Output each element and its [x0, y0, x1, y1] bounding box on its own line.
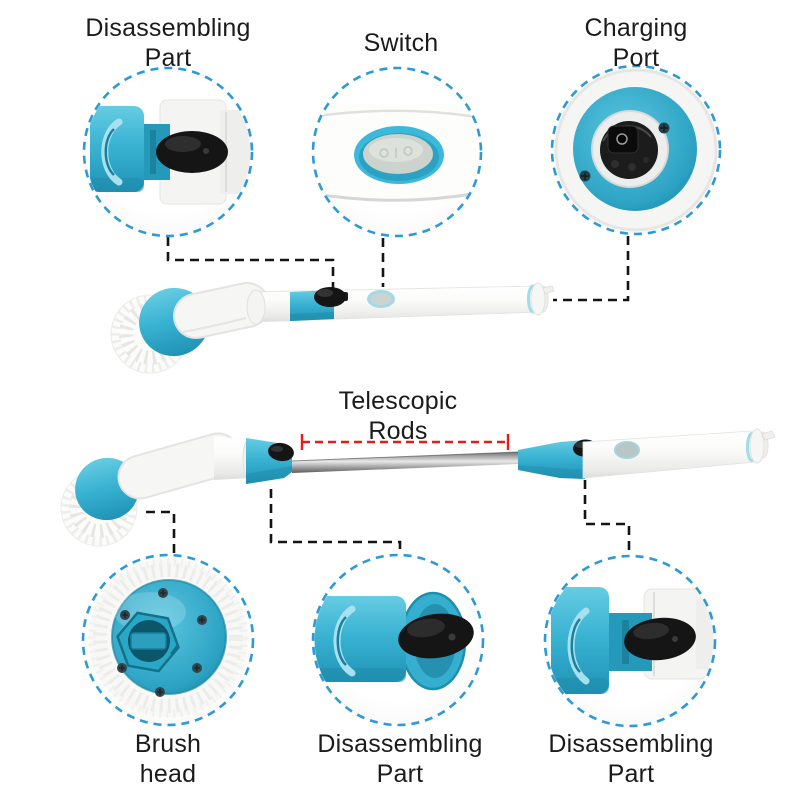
- end-cap: [746, 428, 776, 464]
- leader-disassembling-middle: [269, 489, 402, 553]
- label-line: Rods: [368, 417, 428, 445]
- callout-brush-head: [81, 553, 255, 727]
- callout-disassembling-part-top: [82, 66, 254, 238]
- handle-tube: [582, 430, 756, 479]
- label-disassembling-part-middle: Disassembling Part: [250, 729, 550, 789]
- callout-switch: [311, 66, 483, 238]
- release-button: [314, 287, 348, 307]
- label-line: Disassembling: [85, 14, 251, 42]
- label-line: Brush: [134, 730, 202, 758]
- label-line: Part: [376, 760, 424, 788]
- leader-disassembling-top: [166, 237, 335, 290]
- telescopic-measure-bracket: [300, 434, 510, 450]
- label-line: Switch: [363, 29, 439, 57]
- callout-charging-port: [550, 64, 722, 236]
- leader-charging-port: [553, 236, 630, 302]
- label-line: Port: [612, 44, 660, 72]
- release-button-upper: [268, 442, 294, 462]
- leader-disassembling-right: [583, 480, 631, 553]
- upper-tube: [214, 436, 250, 480]
- handle-joint-ring: [246, 289, 266, 325]
- power-switch: [614, 441, 640, 459]
- callout-ring: [550, 64, 722, 236]
- label-brush-head: Brush head: [18, 729, 318, 789]
- leader-brush-head: [146, 510, 176, 553]
- neck-cone: [117, 432, 241, 500]
- power-switch: [367, 290, 395, 308]
- label-disassembling-part-top: Disassembling Part: [18, 13, 318, 73]
- label-charging-port: Charging Port: [486, 13, 786, 73]
- label-line: Part: [607, 760, 655, 788]
- callout-disassembling-part-right: [543, 554, 717, 728]
- scrubber-extended-view: [60, 428, 776, 547]
- label-line: Disassembling: [317, 730, 483, 758]
- callout-ring: [543, 554, 717, 728]
- leader-lines: [146, 236, 631, 553]
- callout-ring: [82, 66, 254, 238]
- label-line: Charging: [584, 14, 688, 42]
- callout-ring: [311, 553, 485, 727]
- label-telescopic-rods: Telescopic Rods: [248, 386, 548, 446]
- label-line: Part: [144, 44, 192, 72]
- label-line: Telescopic: [338, 387, 458, 415]
- end-cap: [527, 282, 555, 316]
- release-collar-lower: [518, 440, 585, 479]
- scrubber-compact-view: [110, 282, 555, 374]
- callout-disassembling-part-middle: [311, 553, 485, 727]
- callout-ring: [311, 66, 483, 238]
- callout-ring: [81, 553, 255, 727]
- neck-cone: [173, 282, 270, 339]
- label-switch: Switch: [251, 28, 551, 58]
- label-line: head: [139, 760, 197, 788]
- label-line: Disassembling: [548, 730, 714, 758]
- telescopic-rod: [291, 451, 519, 473]
- label-disassembling-part-right: Disassembling Part: [481, 729, 781, 789]
